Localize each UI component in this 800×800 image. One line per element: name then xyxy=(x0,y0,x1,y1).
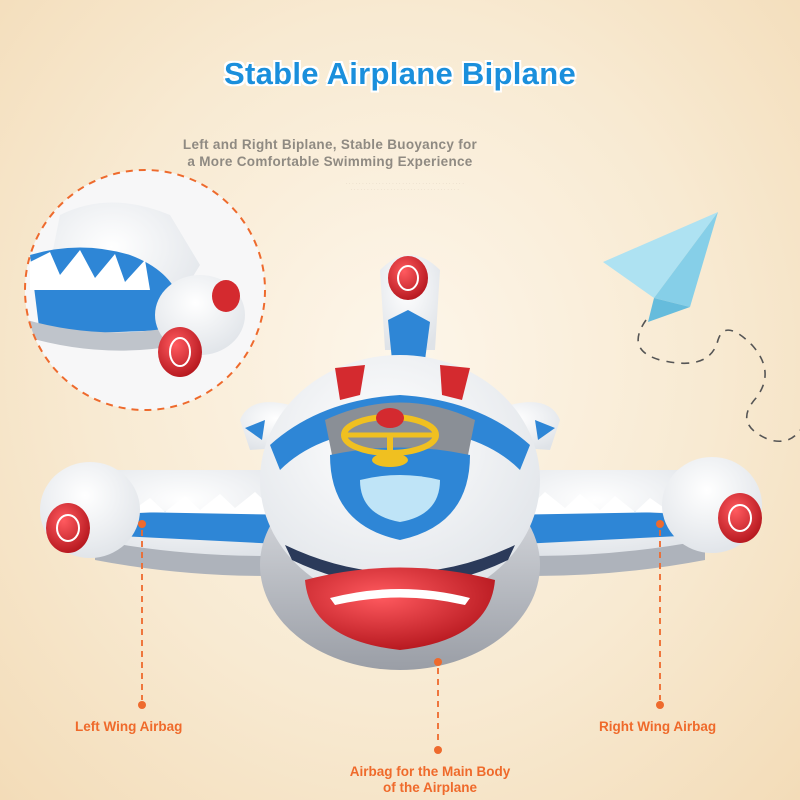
callout-main-body xyxy=(434,658,442,754)
subtitle: Left and Right Biplane, Stable Buoyancy … xyxy=(130,136,530,170)
callout-left-wing xyxy=(138,520,146,709)
page-title: Stable Airplane Biplane xyxy=(223,56,576,91)
paper-airplane-icon xyxy=(603,212,800,443)
subtitle-line-1: Left and Right Biplane, Stable Buoyancy … xyxy=(182,137,478,152)
label-left-wing-airbag: Left Wing Airbag xyxy=(75,719,183,734)
zoom-detail-circle xyxy=(24,169,266,411)
fine-print-line-1: · · · · · · · · · · · · · · · · · · · · … xyxy=(345,182,465,186)
label-right-wing-airbag: Right Wing Airbag xyxy=(599,719,717,734)
fine-print-line-2: · · · · · · · · · · · · · · · · · · · · … xyxy=(350,188,460,192)
subtitle-line-2: a More Comfortable Swimming Experience xyxy=(187,154,473,169)
airplane-float xyxy=(40,255,762,670)
label-main-body-airbag: Airbag for the Main Body of the Airplane xyxy=(320,764,540,796)
steering-wheel-icon xyxy=(341,408,439,467)
label-main-body-line-1: Airbag for the Main Body xyxy=(349,764,511,779)
fine-print: · · · · · · · · · · · · · · · · · · · · … xyxy=(300,181,510,193)
callout-right-wing xyxy=(656,520,664,709)
label-main-body-line-2: of the Airplane xyxy=(382,780,477,795)
